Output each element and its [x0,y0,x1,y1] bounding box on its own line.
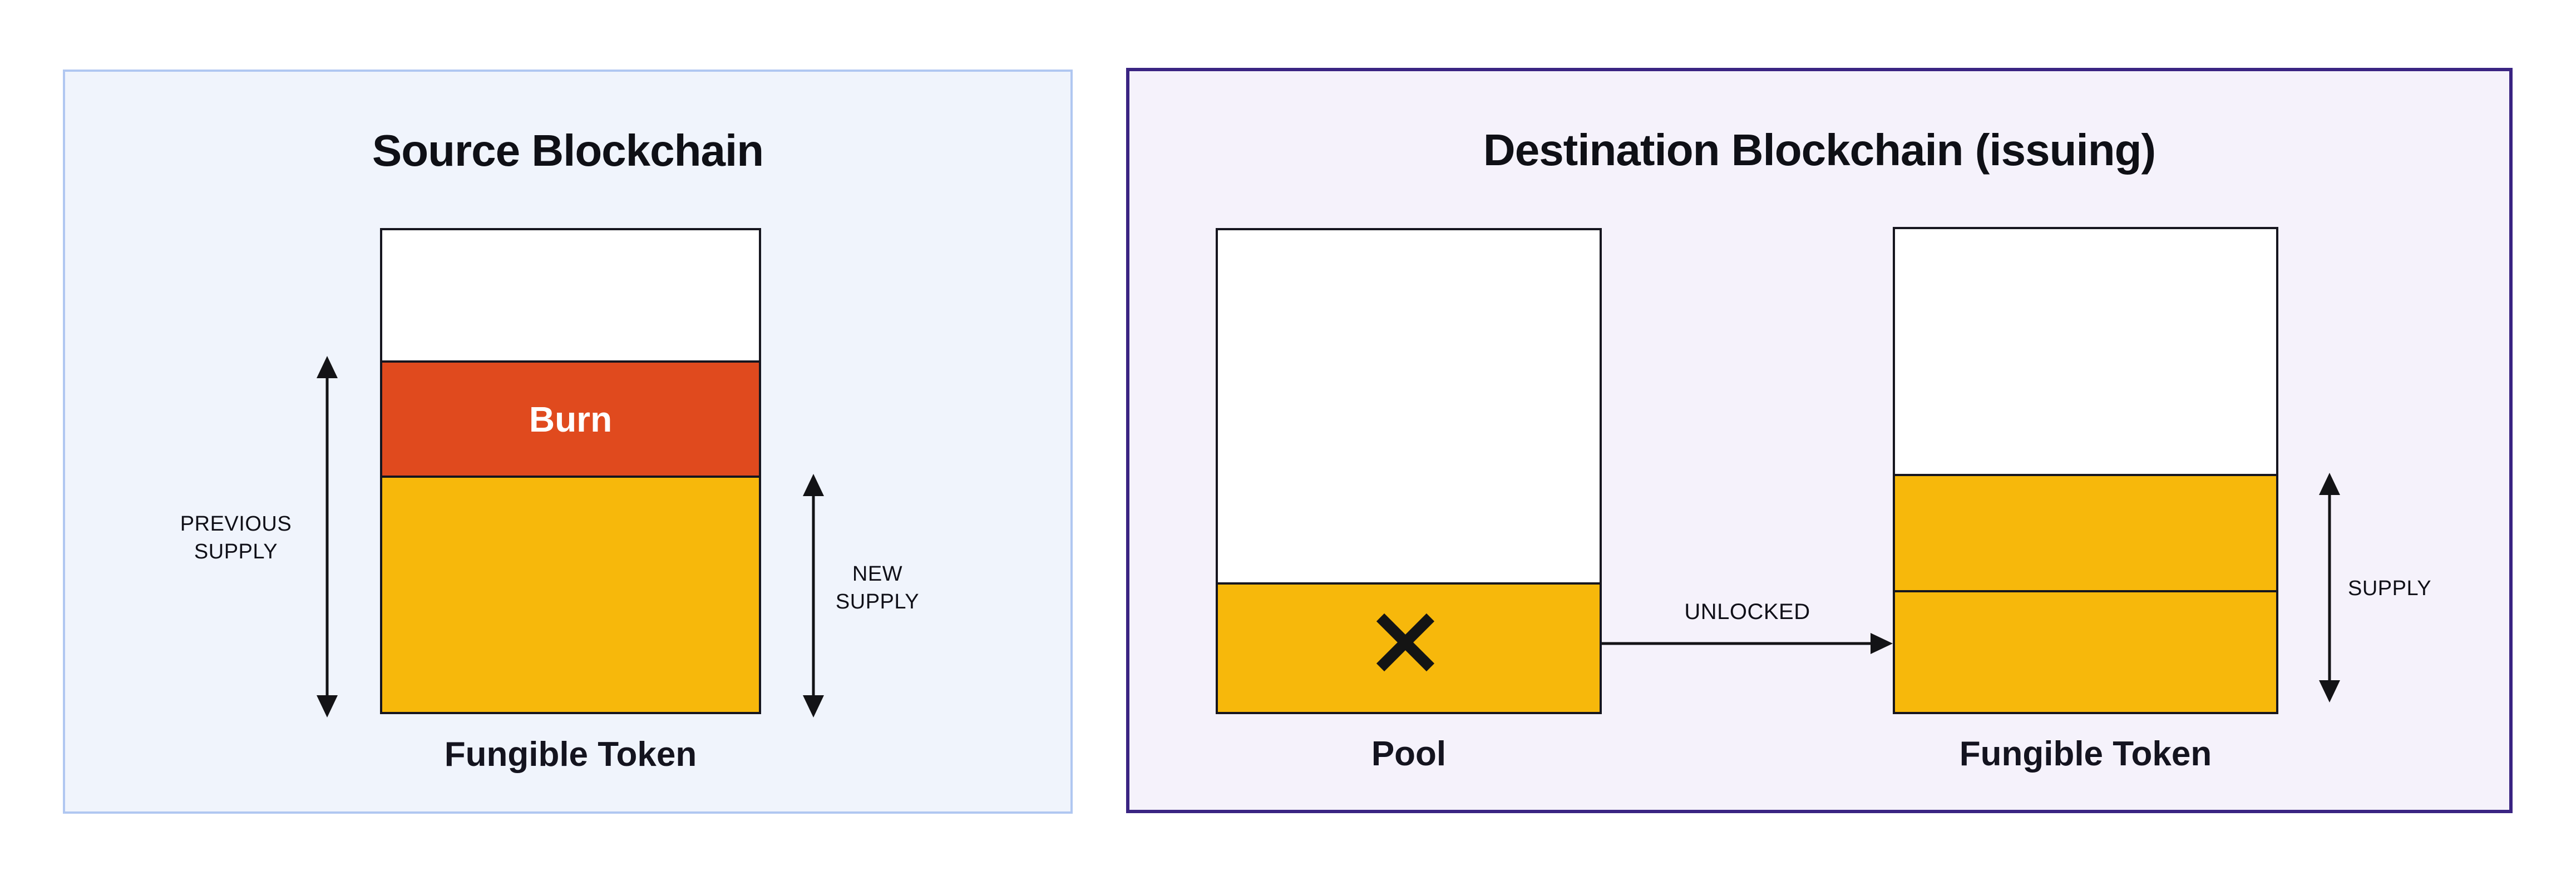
source-bar-caption: Fungible Token [444,735,697,774]
pool-bar-empty-segment [1218,230,1600,582]
token-bar-upper-supply-segment [1895,474,2276,590]
previous-supply-label: PREVIOUS SUPPLY [180,512,292,563]
supply-label: SUPPLY [2348,577,2432,600]
supply-arrow-icon [2319,473,2340,702]
pool-bar-caption: Pool [1371,735,1447,773]
new-supply-arrow-icon [803,474,824,717]
unlocked-arrow-icon [1602,633,1893,654]
previous-supply-arrow-icon [317,356,338,717]
source-bar-burn-segment: Burn [382,360,759,478]
destination-bar-caption: Fungible Token [1959,735,2212,773]
destination-blockchain-panel: Destination Blockchain (issuing) Pool UN… [1126,68,2513,813]
source-panel-title: Source Blockchain [372,126,764,175]
burn-label: Burn [529,399,613,439]
unlocked-label: UNLOCKED [1684,600,1810,624]
source-bar-supply-segment [382,478,759,712]
destination-panel-title: Destination Blockchain (issuing) [1483,125,2156,175]
new-supply-label: NEW SUPPLY [835,562,920,613]
token-bar-lower-supply-segment [1895,590,2276,712]
crossed-out-x-icon [1376,613,1435,672]
source-bar-empty-segment [382,230,759,360]
source-blockchain-panel: Source Blockchain Burn PREVIOUS SUPPLY N… [63,70,1073,814]
destination-token-bar [1893,227,2278,714]
pool-bar [1216,228,1602,714]
source-token-bar: Burn [380,228,761,714]
token-bar-empty-segment [1895,229,2276,474]
